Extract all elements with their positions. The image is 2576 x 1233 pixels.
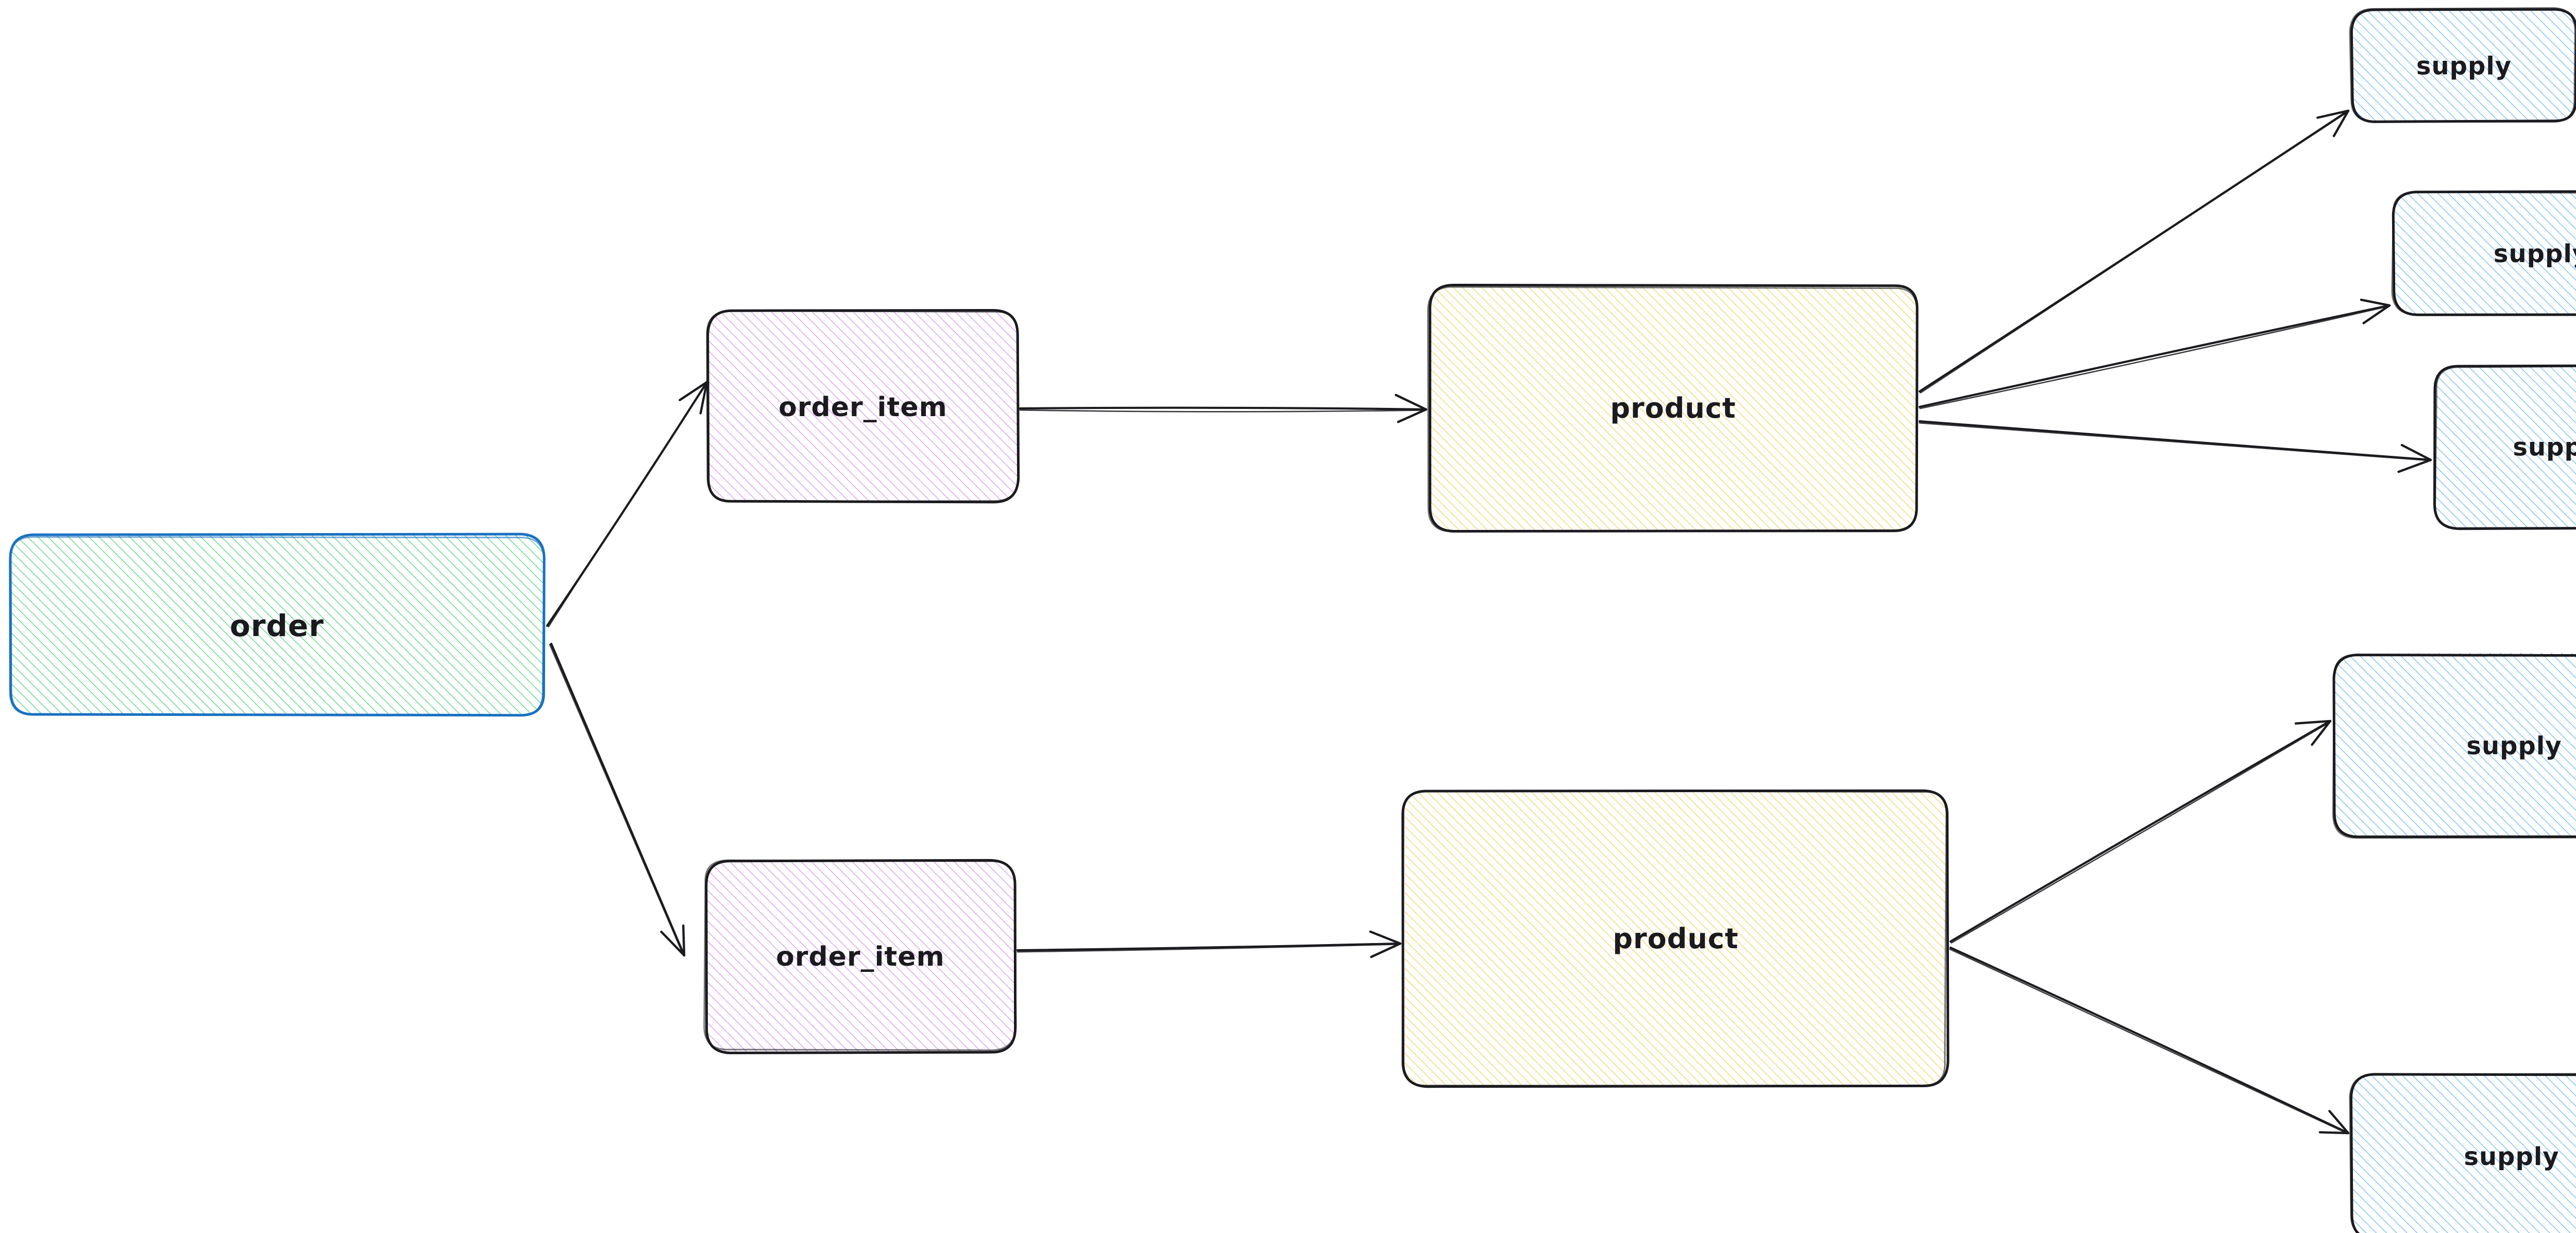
node-label-supply_5: supply: [2464, 1142, 2559, 1171]
arrow-head-icon: [679, 381, 708, 401]
edge-line: [1919, 305, 2391, 409]
arrow-head-icon: [660, 930, 686, 957]
edge-line: [548, 382, 708, 628]
node-order_item_bottom[interactable]: order_item: [703, 859, 1017, 1054]
edge-product_top-to-supply_3[interactable]: [1918, 420, 2432, 473]
node-hatch-fill: [1429, 286, 1918, 531]
node-outline: [9, 536, 545, 716]
arrow-head-icon: [2360, 298, 2391, 307]
node-label-supply_2: supply: [2494, 239, 2576, 268]
edge-product_top-to-supply_1[interactable]: [1918, 109, 2350, 393]
node-label-supply_4: supply: [2466, 732, 2562, 761]
arrow-head-icon: [2328, 1110, 2350, 1135]
edges-layer: [546, 109, 2432, 1135]
edge-product_top-to-supply_2[interactable]: [1918, 298, 2391, 409]
node-outline: [2350, 1073, 2576, 1233]
edge-line: [1918, 109, 2350, 393]
node-hatch-fill: [707, 312, 1018, 503]
node-outline: [1427, 286, 1918, 533]
arrow-head-icon: [699, 381, 708, 415]
node-supply_2[interactable]: supply: [2391, 190, 2576, 316]
edge-line: [1016, 943, 1401, 953]
arrow-head-icon: [2397, 458, 2432, 473]
node-outline: [2349, 7, 2576, 123]
edge-line: [1919, 422, 2432, 461]
node-outline: [1401, 790, 1947, 1087]
node-label-order_item_top: order_item: [778, 392, 947, 423]
edge-line: [550, 642, 686, 957]
node-outline: [706, 310, 1020, 503]
arrow-head-icon: [2362, 304, 2391, 324]
node-label-order: order: [230, 608, 324, 643]
edge-line: [1949, 948, 2349, 1135]
edge-line: [1949, 720, 2332, 943]
node-outline: [2392, 190, 2576, 316]
edge-line: [1951, 721, 2331, 944]
node-hatch-fill: [2393, 192, 2576, 316]
node-label-product_bottom: product: [1613, 922, 1738, 955]
edge-line: [1918, 304, 2391, 408]
node-label-supply_1: supply: [2416, 52, 2512, 81]
arrow-head-icon: [2318, 1131, 2350, 1135]
edge-line: [1920, 110, 2349, 393]
node-label-product_top: product: [1610, 392, 1736, 424]
node-product_top[interactable]: product: [1427, 284, 1919, 533]
node-order_item_top[interactable]: order_item: [706, 309, 1020, 504]
node-supply_4[interactable]: supply: [2332, 653, 2576, 839]
node-supply_1[interactable]: supply: [2349, 7, 2576, 123]
node-outline: [2350, 8, 2576, 123]
node-hatch-fill: [2350, 1074, 2576, 1233]
node-outline: [2433, 364, 2576, 530]
edge-line: [1949, 946, 2350, 1135]
node-hatch-fill: [2334, 653, 2576, 838]
arrow-head-icon: [1370, 942, 1402, 958]
node-supply_3[interactable]: supply: [2433, 364, 2576, 530]
node-label-supply_3: supply: [2513, 433, 2576, 462]
edge-order_item_top-to-product_top[interactable]: [1019, 393, 1428, 423]
edge-product_bottom-to-supply_5[interactable]: [1949, 946, 2350, 1135]
edge-line: [1019, 409, 1427, 413]
arrow-head-icon: [2311, 720, 2332, 746]
node-hatch-fill: [2351, 9, 2576, 123]
node-outline: [2391, 191, 2576, 316]
node-hatch-fill: [2433, 365, 2576, 528]
node-order[interactable]: order: [9, 533, 546, 717]
edge-line: [549, 643, 685, 956]
edge-order-to-order_item_bottom[interactable]: [549, 642, 686, 957]
arrow-head-icon: [1397, 408, 1428, 423]
node-product_bottom[interactable]: product: [1401, 789, 1950, 1088]
edge-order_item_bottom-to-product_bottom[interactable]: [1016, 930, 1402, 958]
arrow-head-icon: [2332, 109, 2350, 138]
nodes-layer: orderorder_itemorder_itemproductproducts…: [9, 7, 2576, 1233]
arrow-head-icon: [682, 924, 686, 957]
node-outline: [2332, 654, 2576, 839]
node-outline: [2434, 366, 2576, 530]
edge-order-to-order_item_top[interactable]: [546, 381, 708, 628]
arrow-head-icon: [2294, 720, 2332, 725]
arrow-head-icon: [1395, 393, 1428, 411]
node-hatch-fill: [705, 861, 1015, 1053]
node-label-order_item_bottom: order_item: [776, 941, 945, 972]
edge-line: [1016, 942, 1402, 952]
arrow-head-icon: [2316, 109, 2350, 119]
edge-line: [1918, 420, 2432, 461]
arrow-head-icon: [1369, 930, 1402, 945]
edge-product_bottom-to-supply_4[interactable]: [1949, 720, 2332, 944]
node-hatch-fill: [9, 535, 544, 716]
node-outline: [2349, 1073, 2576, 1233]
node-outline: [703, 859, 1017, 1051]
node-hatch-fill: [1404, 791, 1947, 1087]
node-supply_5[interactable]: supply: [2349, 1073, 2576, 1233]
arrow-head-icon: [2400, 443, 2432, 461]
edge-line: [1019, 406, 1428, 411]
